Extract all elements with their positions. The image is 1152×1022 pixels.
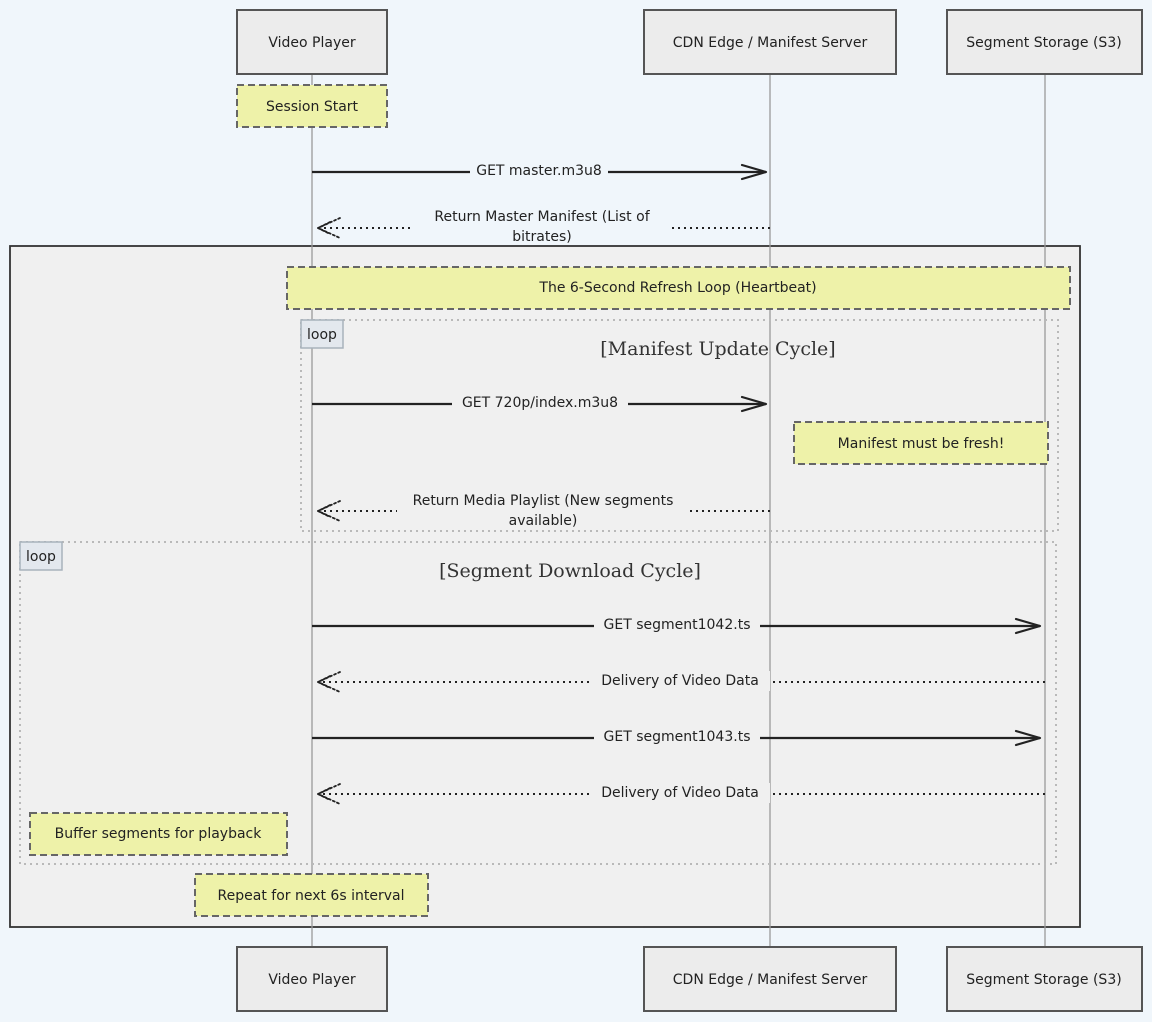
actor-cdn-edge-bottom: CDN Edge / Manifest Server [643, 946, 897, 1012]
actor-label: Video Player [268, 972, 355, 988]
loop-title: [Segment Download Cycle] [439, 560, 701, 582]
note-buffer-segments: Buffer segments for playback [29, 812, 288, 856]
loop-tag-label: loop [307, 327, 337, 343]
actor-label: CDN Edge / Manifest Server [673, 35, 868, 51]
actor-segment-storage-top: Segment Storage (S3) [946, 9, 1143, 75]
note-refresh-loop: The 6-Second Refresh Loop (Heartbeat) [286, 266, 1071, 310]
message-get-segment-1042: GET segment1042.ts [312, 615, 1042, 635]
actor-label: Segment Storage (S3) [966, 972, 1121, 988]
message-delivery-video-data-2: Delivery of Video Data [317, 783, 1045, 805]
message-get-master-manifest: GET master.m3u8 [312, 161, 768, 181]
message-return-master-manifest: Return Master Manifest (List of bitrates… [317, 205, 770, 245]
loop-tag-label: loop [26, 549, 56, 565]
message-get-media-playlist: GET 720p/index.m3u8 [312, 393, 768, 413]
loop-segment-download: loop [Segment Download Cycle] [19, 541, 1057, 865]
message-get-segment-1043: GET segment1043.ts [312, 727, 1042, 747]
note-manifest-fresh: Manifest must be fresh! [793, 421, 1049, 465]
message-label-line2: bitrates) [512, 229, 571, 245]
message-label: GET segment1043.ts [604, 729, 751, 745]
actor-video-player-top: Video Player [236, 9, 388, 75]
message-return-media-playlist: Return Media Playlist (New segments avai… [317, 489, 770, 529]
actor-label: CDN Edge / Manifest Server [673, 972, 868, 988]
note-session-start: Session Start [236, 84, 388, 128]
loop-title: [Manifest Update Cycle] [600, 338, 835, 360]
message-label-line2: available) [509, 513, 578, 529]
note-label: Buffer segments for playback [55, 826, 263, 842]
message-label: GET master.m3u8 [476, 163, 602, 179]
message-label-line1: Return Media Playlist (New segments [413, 493, 674, 509]
actor-label: Video Player [268, 35, 355, 51]
message-label-line1: Return Master Manifest (List of [434, 209, 650, 225]
note-label: Manifest must be fresh! [838, 436, 1005, 452]
note-repeat-interval: Repeat for next 6s interval [194, 873, 429, 917]
message-label: GET 720p/index.m3u8 [462, 395, 618, 411]
note-label: Repeat for next 6s interval [218, 888, 405, 904]
note-label: Session Start [266, 99, 359, 115]
message-label: Delivery of Video Data [601, 785, 759, 801]
note-label: The 6-Second Refresh Loop (Heartbeat) [538, 280, 816, 296]
loop-manifest-update: loop [Manifest Update Cycle] [300, 319, 1059, 532]
actor-cdn-edge-top: CDN Edge / Manifest Server [643, 9, 897, 75]
message-label: Delivery of Video Data [601, 673, 759, 689]
message-label: GET segment1042.ts [604, 617, 751, 633]
actor-video-player-bottom: Video Player [236, 946, 388, 1012]
actor-label: Segment Storage (S3) [966, 35, 1121, 51]
actor-segment-storage-bottom: Segment Storage (S3) [946, 946, 1143, 1012]
message-delivery-video-data-1: Delivery of Video Data [317, 671, 1045, 693]
